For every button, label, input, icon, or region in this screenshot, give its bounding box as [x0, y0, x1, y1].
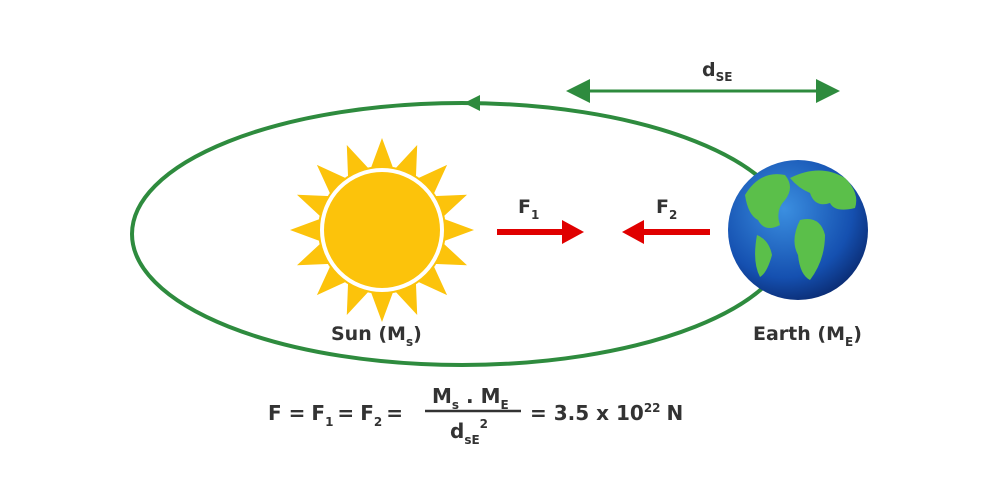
force-f1-label: F1 [518, 196, 539, 222]
formula-numerator: Ms . ME [432, 384, 509, 412]
orbit-direction-arrow-icon [464, 95, 480, 111]
formula-denominator: dsE2 [450, 417, 488, 447]
force-f1-arrow [497, 220, 584, 244]
sun-label: Sun (Ms) [331, 323, 422, 349]
earth-label: Earth (ME) [753, 323, 862, 349]
sun-icon [290, 138, 474, 322]
force-f2-label: F2 [656, 196, 677, 222]
force-f2-arrow [622, 220, 710, 244]
distance-label: dSE [702, 59, 732, 84]
earth-icon [728, 160, 868, 300]
formula-lhs: F =F1=F2= [268, 401, 403, 429]
